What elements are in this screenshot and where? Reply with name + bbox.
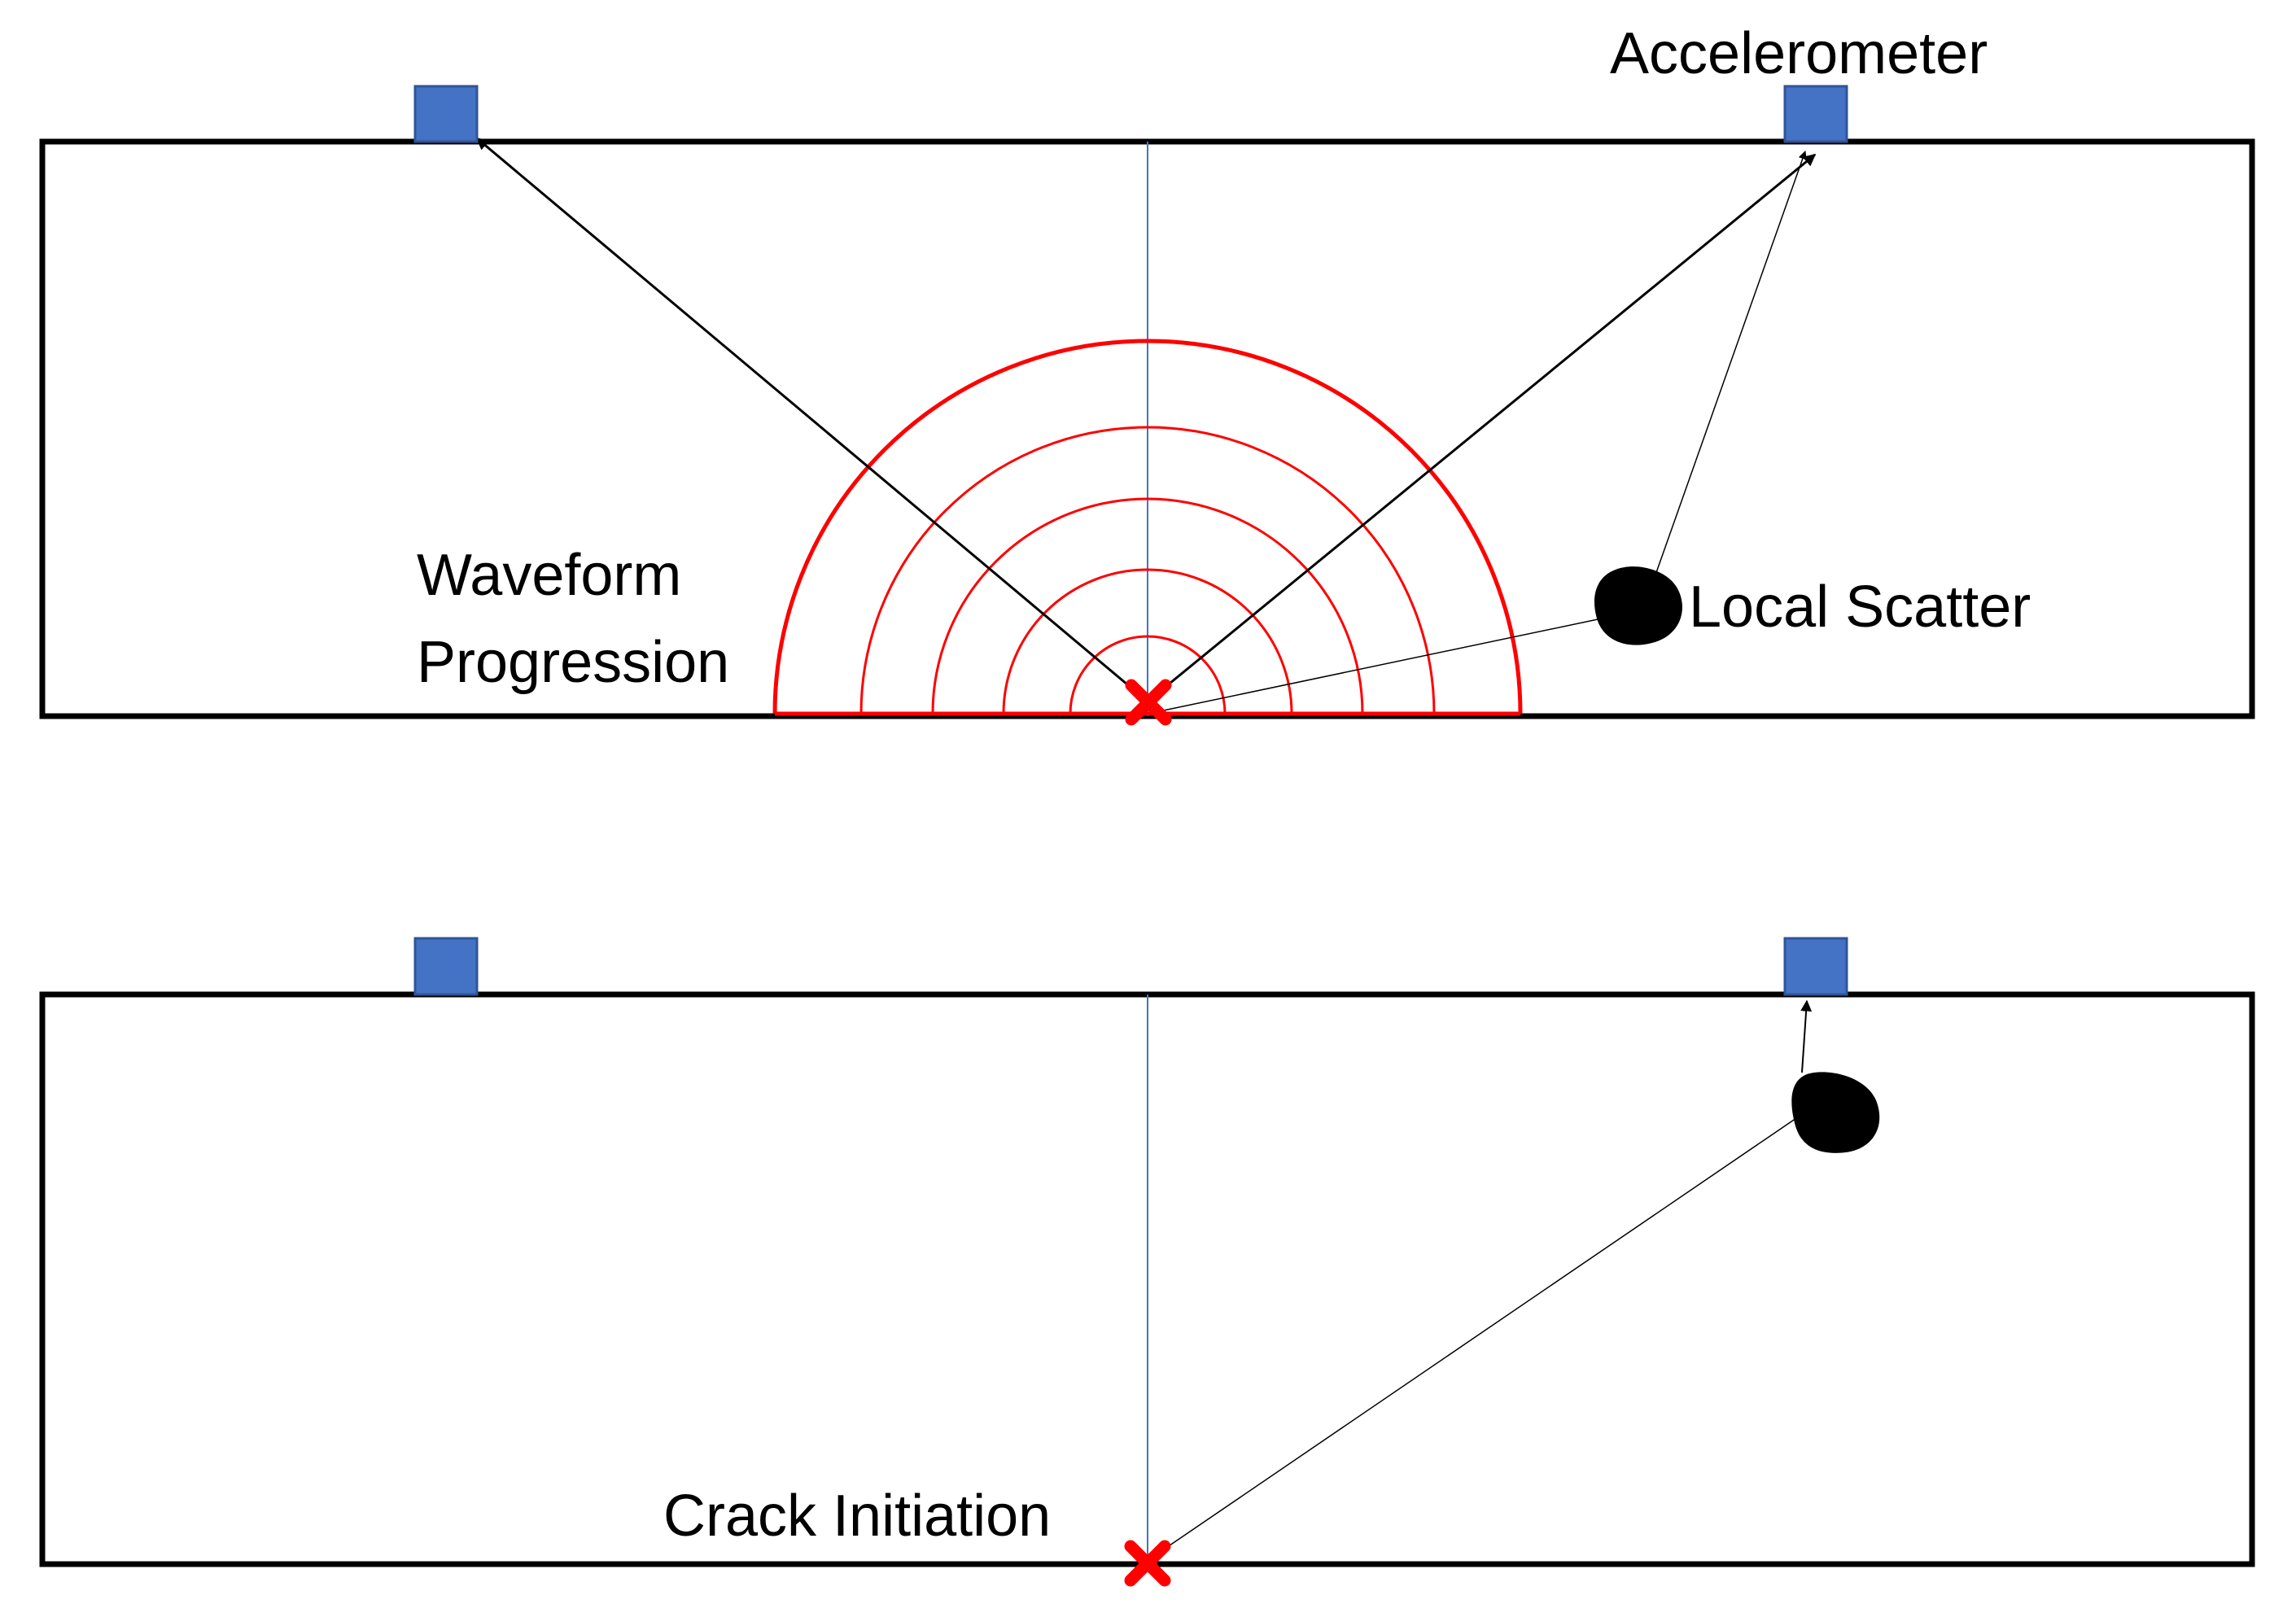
wavefront-arc-1 [1069,635,1227,715]
path-to-left-sensor [475,137,1148,703]
top-panel: Accelerometer Waveform Progression Local… [39,21,2255,726]
local-scatter-icon [1594,566,1682,645]
local-scatter-label: Local Scatter [1689,575,2031,640]
path-to-scatterer [1155,618,1603,713]
path-to-right-sensor [1147,153,1817,703]
bottom-path-to-scatterer [1153,1116,1800,1557]
bottom-panel: Crack Initiation [39,937,2255,1587]
left-accelerometer-icon [413,85,479,143]
bottom-right-accelerometer-icon [1783,937,1848,996]
bottom-local-scatter-icon [1791,1072,1880,1153]
wavefront-arc-4 [859,426,1436,715]
waveform-progression-label-line1: Waveform [417,543,681,608]
right-accelerometer-icon [1783,85,1848,143]
wavefront-arcs [772,339,1523,716]
bottom-left-accelerometer-icon [413,937,479,996]
wavefront-arc-2 [1002,568,1293,715]
accelerometer-label: Accelerometer [1610,21,1988,86]
wavefront-arc-5 [772,339,1523,715]
waveform-progression-label-line2: Progression [417,630,729,695]
bottom-path-scatterer-to-sensor [1800,999,1813,1073]
path-scatterer-to-sensor [1653,151,1807,580]
crack-initiation-label: Crack Initiation [663,1484,1051,1549]
wavefront-arc-3 [931,497,1364,715]
crack-source-icon [1125,679,1172,726]
bottom-crack-source-icon [1124,1540,1171,1587]
